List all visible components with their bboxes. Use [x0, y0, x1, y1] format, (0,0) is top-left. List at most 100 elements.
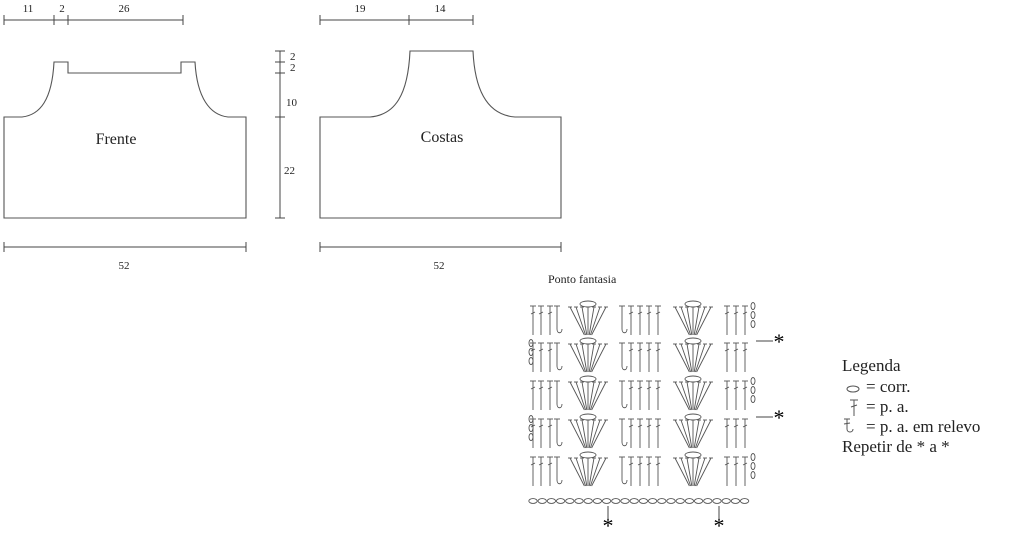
legend-item-chain: = corr.: [842, 377, 980, 397]
front-top-dim-2: 2: [59, 3, 65, 15]
dc-stitch-icon: [628, 342, 634, 372]
dc-stitch-icon: [637, 305, 643, 335]
chain-stitch-icon: [528, 424, 534, 432]
relief-stitch-icon: [554, 456, 563, 485]
shell-cluster-icon: [568, 300, 608, 336]
dc-stitch-icon: [637, 456, 643, 486]
dc-stitch-icon: [655, 456, 661, 486]
shell-cluster-icon: [568, 375, 608, 411]
foundation-chain-icon: [592, 498, 603, 504]
dc-stitch-icon: [547, 342, 553, 372]
front-top-dimension: 11 2 26: [3, 3, 184, 25]
shell-cluster-icon: [673, 337, 713, 373]
foundation-chain-icon: [601, 498, 612, 504]
dc-stitch-icon: [742, 456, 748, 486]
chain-stitch-icon: [750, 311, 756, 319]
dc-stitch-icon: [547, 418, 553, 448]
row-marker-top-symbol: *: [774, 329, 785, 354]
back-top-dim-1: 19: [355, 3, 367, 15]
chain-stitch-icon: [750, 462, 756, 470]
dc-stitch-icon: [646, 418, 652, 448]
dc-stitch-icon: [538, 380, 544, 410]
chain-stitch-icon: [750, 377, 756, 385]
shell-cluster-icon: [568, 337, 608, 373]
relief-stitch-icon: [619, 418, 628, 447]
side-dimension: 2 2 10 22: [275, 50, 298, 219]
dc-stitch-icon: [733, 342, 739, 372]
dc-stitch-icon: [547, 380, 553, 410]
legend: Legenda = corr. = p. a. = p. a. em relev…: [842, 356, 980, 457]
relief-stitch-icon: [619, 380, 628, 409]
dc-stitch-icon: [547, 456, 553, 486]
foundation-chain-icon: [657, 498, 667, 504]
dc-stitch-icon: [733, 418, 739, 448]
dc-stitch-icon: [742, 342, 748, 372]
legend-repeat-note: Repetir de * a *: [842, 437, 950, 456]
dc-stitch-icon: [733, 456, 739, 486]
front-width-value: 52: [119, 260, 130, 272]
chain-stitch-icon: [528, 433, 534, 441]
dc-stitch-icon: [530, 456, 536, 486]
foundation-chain-icon: [611, 498, 621, 504]
foundation-chain-icon: [528, 498, 538, 504]
chain-stitch-icon: [750, 395, 756, 403]
side-dim-3: 10: [286, 97, 298, 109]
back-width-value: 52: [434, 260, 445, 272]
legend-item-double-crochet-text: = p. a.: [866, 397, 909, 416]
dc-stitch-icon: [538, 305, 544, 335]
dc-stitch-icon: [733, 305, 739, 335]
foundation-chain-icon: [703, 498, 713, 504]
side-dim-2: 2: [290, 62, 296, 74]
foundation-chain-icon: [583, 498, 593, 504]
shell-cluster-icon: [568, 413, 608, 449]
back-top-dimension: 19 14: [319, 3, 474, 25]
foundation-chain-icon: [666, 498, 676, 504]
front-label: Frente: [96, 131, 137, 148]
dc-stitch-icon: [628, 380, 634, 410]
stitch-marker-right: *: [714, 506, 725, 536]
back-width-dimension: 52: [319, 242, 562, 272]
chain-stitch-icon: [750, 471, 756, 479]
dc-stitch-icon: [530, 305, 536, 335]
foundation-chain-icon: [721, 498, 731, 504]
dc-stitch-icon: [530, 380, 536, 410]
row-marker-top: *: [756, 329, 785, 354]
chain-stitch-icon: [750, 320, 756, 328]
front-top-dim-3: 26: [119, 3, 131, 15]
dc-stitch-icon: [538, 418, 544, 448]
relief-double-crochet-icon: [843, 418, 854, 433]
foundation-chain-icon: [629, 498, 639, 504]
back-piece-outline: [319, 50, 562, 219]
dc-stitch-icon: [724, 456, 730, 486]
foundation-chain-icon: [620, 498, 630, 504]
dc-stitch-icon: [655, 418, 661, 448]
foundation-chain-icon: [693, 498, 704, 504]
chain-stitch-icon: [750, 302, 756, 310]
chart-title: Ponto fantasia: [548, 272, 617, 286]
dc-stitch-icon: [538, 456, 544, 486]
legend-item-double-crochet: = p. a.: [842, 397, 980, 417]
foundation-chain-icon: [712, 498, 722, 504]
dc-stitch-icon: [733, 380, 739, 410]
relief-stitch-icon: [554, 342, 563, 371]
shell-cluster-icon: [673, 413, 713, 449]
dc-stitch-icon: [646, 380, 652, 410]
foundation-chain-icon: [647, 498, 658, 504]
foundation-chain-icon: [555, 498, 566, 504]
legend-item-relief: = p. a. em relevo: [842, 417, 980, 437]
dc-stitch-icon: [538, 342, 544, 372]
dc-stitch-icon: [628, 456, 634, 486]
dc-stitch-icon: [724, 380, 730, 410]
front-width-dimension: 52: [3, 242, 247, 272]
dc-stitch-icon: [530, 342, 536, 372]
shell-cluster-icon: [673, 300, 713, 336]
foundation-chain-icon: [537, 498, 547, 504]
dc-stitch-icon: [724, 342, 730, 372]
dc-stitch-icon: [637, 380, 643, 410]
chain-stitch-icon: [528, 357, 534, 365]
stitch-chart: [528, 300, 756, 504]
back-top-dim-2: 14: [435, 3, 447, 15]
front-piece-outline: [3, 61, 247, 219]
shell-cluster-icon: [568, 451, 608, 487]
